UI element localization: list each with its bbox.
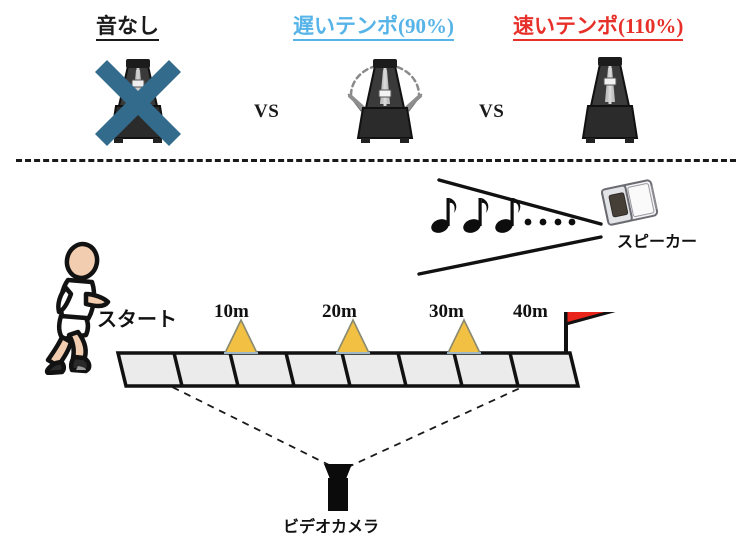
- music-note-icon: [431, 198, 457, 233]
- metronome-no-sound-group: [78, 50, 198, 150]
- speaker-label: スピーカー: [617, 234, 698, 251]
- runner-icon: [42, 240, 137, 375]
- sound-trail-dots: [524, 218, 562, 226]
- speaker-icon: [597, 176, 667, 236]
- cone-marker-10m: [223, 318, 259, 354]
- sound-cone-upper-line: [437, 178, 603, 226]
- cone-marker-20m: [335, 318, 371, 354]
- metronome-icon: [581, 57, 639, 143]
- sound-propagation-group: [415, 172, 615, 282]
- section-divider: [16, 159, 736, 162]
- distance-label-20m: 20m: [322, 301, 357, 322]
- distance-label-30m: 30m: [429, 301, 464, 322]
- track-and-camera-group: [100, 312, 620, 492]
- metronome-fast-tempo-group: [560, 50, 660, 150]
- sound-cone-lower-line: [417, 235, 603, 276]
- condition-label-fast-tempo: 速いテンポ(110%): [513, 14, 684, 42]
- metronome-slow-tempo-group: [330, 50, 440, 150]
- track-lane-lines: [172, 352, 520, 387]
- video-camera-label: ビデオカメラ: [283, 519, 380, 536]
- music-notes-group: [428, 193, 568, 239]
- x-cross-icon: [94, 59, 182, 147]
- condition-label-no-sound: 音なし: [96, 14, 159, 42]
- sound-trail-dot-extra: [565, 215, 581, 231]
- finish-flag-icon: [564, 312, 616, 326]
- versus-label-1: VS: [254, 101, 280, 122]
- distance-label-40m: 40m: [513, 301, 548, 322]
- cone-marker-30m: [446, 318, 482, 354]
- video-camera-icon: [315, 462, 361, 514]
- metronome-swinging-icon: [347, 59, 423, 143]
- condition-label-slow-tempo: 遅いテンポ(90%): [293, 14, 454, 42]
- music-note-icon: [463, 198, 489, 233]
- versus-label-2: VS: [479, 101, 505, 122]
- start-label: スタート: [97, 309, 177, 331]
- distance-label-10m: 10m: [214, 301, 249, 322]
- music-note-icon: [495, 198, 521, 233]
